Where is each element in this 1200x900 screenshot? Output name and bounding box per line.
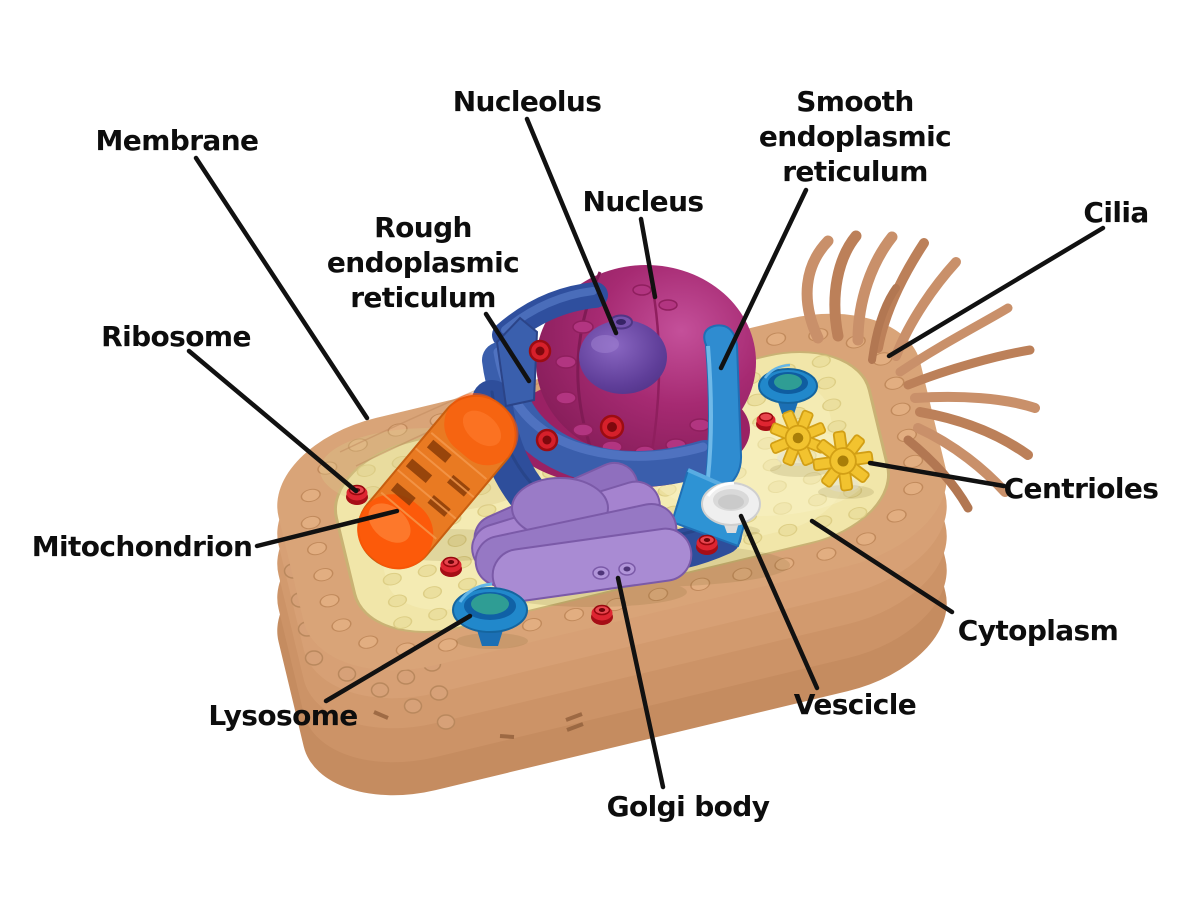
lysosome-model	[452, 582, 528, 646]
leader-nucleolus	[524, 116, 619, 336]
vesicle-model	[701, 481, 761, 533]
er-ribosome-studs	[528, 339, 625, 452]
label-nucleus: Nucleus	[583, 185, 704, 218]
label-cilia: Cilia	[1083, 196, 1148, 229]
leader-smooth-er	[718, 187, 809, 371]
nucleolus-model	[579, 314, 667, 394]
leader-mitochondrion	[254, 508, 400, 549]
lysosome-2-model	[758, 363, 818, 414]
mitochondrion-model	[357, 393, 519, 570]
label-vescicle: Vescicle	[794, 688, 916, 721]
leader-rough-er	[483, 311, 532, 384]
golgi-body-model	[471, 461, 693, 603]
ribosome-model	[346, 412, 776, 625]
leader-golgi-body	[615, 575, 666, 790]
label-cytoplasm: Cytoplasm	[958, 614, 1118, 647]
label-centrioles: Centrioles	[1004, 472, 1159, 505]
leader-membrane	[193, 155, 370, 421]
leader-cilia	[886, 225, 1106, 359]
centrioles-model	[760, 400, 878, 496]
nucleus-model	[506, 265, 756, 488]
golgi-studs	[592, 562, 636, 580]
leader-vescicle	[738, 513, 820, 691]
label-ribosome: Ribosome	[101, 320, 251, 353]
wall-vents	[373, 710, 584, 739]
leader-ribosome	[186, 348, 359, 494]
label-nucleolus: Nucleolus	[453, 85, 602, 118]
leader-cytoplasm	[809, 518, 955, 615]
leader-nucleus	[638, 216, 658, 300]
label-golgi-body: Golgi body	[607, 790, 770, 823]
label-lysosome: Lysosome	[208, 699, 357, 732]
leader-lysosome	[323, 613, 473, 704]
leader-centrioles	[867, 460, 1007, 489]
label-mitochondrion: Mitochondrion	[32, 530, 253, 563]
label-membrane: Membrane	[96, 124, 259, 157]
